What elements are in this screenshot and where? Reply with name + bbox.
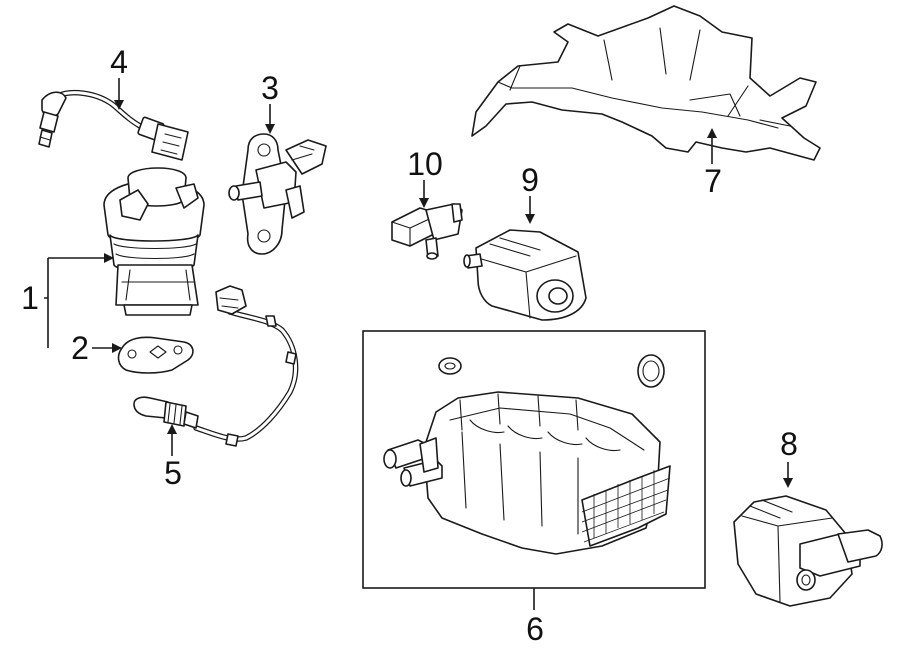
callout-2: 2 (71, 330, 89, 366)
callout-3: 3 (261, 70, 279, 106)
callout-4: 4 (110, 44, 128, 80)
callout-7: 7 (704, 163, 722, 199)
part-8-canister-filter[interactable] (733, 495, 883, 607)
callout-labels: 1 2 3 4 5 6 7 8 9 10 (21, 44, 798, 647)
part-3-sensor-bracket[interactable] (228, 133, 327, 255)
callout-10: 10 (407, 146, 443, 182)
callout-9: 9 (521, 162, 539, 198)
canister-seal (637, 354, 665, 388)
part-6-evap-canister-group[interactable] (362, 330, 706, 589)
part-1-egr-valve[interactable] (103, 167, 205, 316)
part-9-purge-valve[interactable] (463, 229, 587, 321)
callout-5: 5 (164, 455, 182, 491)
canister-o-ring (438, 357, 462, 375)
part-10-vapor-pressure-sensor[interactable] (391, 203, 463, 260)
part-7-heat-shield[interactable] (471, 5, 821, 161)
part-4-upstream-oxygen-sensor[interactable] (38, 89, 189, 161)
callout-8: 8 (780, 426, 798, 462)
callout-6: 6 (526, 611, 544, 647)
callout-1: 1 (21, 280, 39, 316)
leader-lines (44, 78, 793, 610)
part-5-downstream-oxygen-sensor[interactable] (133, 285, 299, 447)
part-2-egr-gasket[interactable] (117, 336, 194, 374)
